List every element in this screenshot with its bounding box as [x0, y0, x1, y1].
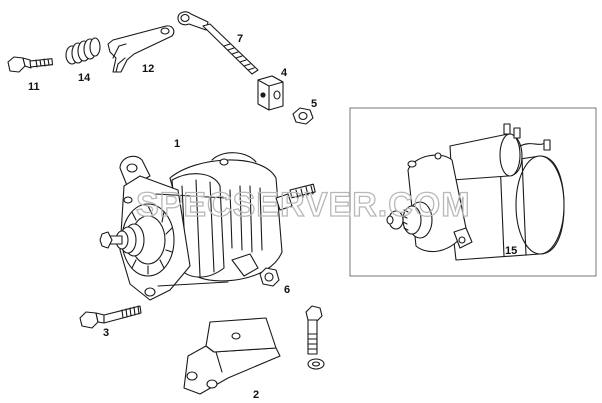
clamp-block-drawing [257, 75, 284, 111]
bolt-long-drawing [79, 305, 142, 329]
label-4: 4 [281, 67, 288, 79]
bracket-drawing [183, 317, 281, 395]
label-14: 14 [78, 72, 91, 84]
label-6: 6 [284, 284, 290, 296]
bolt-short-drawing [7, 56, 54, 73]
bolt-vertical-drawing [305, 305, 325, 370]
nut-lower-drawing [259, 267, 280, 287]
label-15: 15 [505, 245, 517, 257]
label-2: 2 [253, 389, 259, 401]
label-1: 1 [174, 138, 180, 150]
label-12: 12 [142, 63, 154, 75]
starter-inset-frame [349, 107, 597, 277]
label-5: 5 [311, 98, 317, 110]
tension-rod-drawing [177, 11, 259, 75]
starter-motor-drawing [386, 123, 565, 261]
label-11: 11 [28, 81, 40, 93]
watermark-text: SPECSERVER.COM [136, 186, 471, 224]
nut-small-drawing [292, 107, 314, 125]
alternator-drawing [99, 152, 316, 301]
label-3: 3 [103, 327, 109, 339]
spring-drawing [65, 37, 101, 65]
adjusting-link-drawing [107, 25, 175, 73]
label-7: 7 [237, 33, 243, 45]
